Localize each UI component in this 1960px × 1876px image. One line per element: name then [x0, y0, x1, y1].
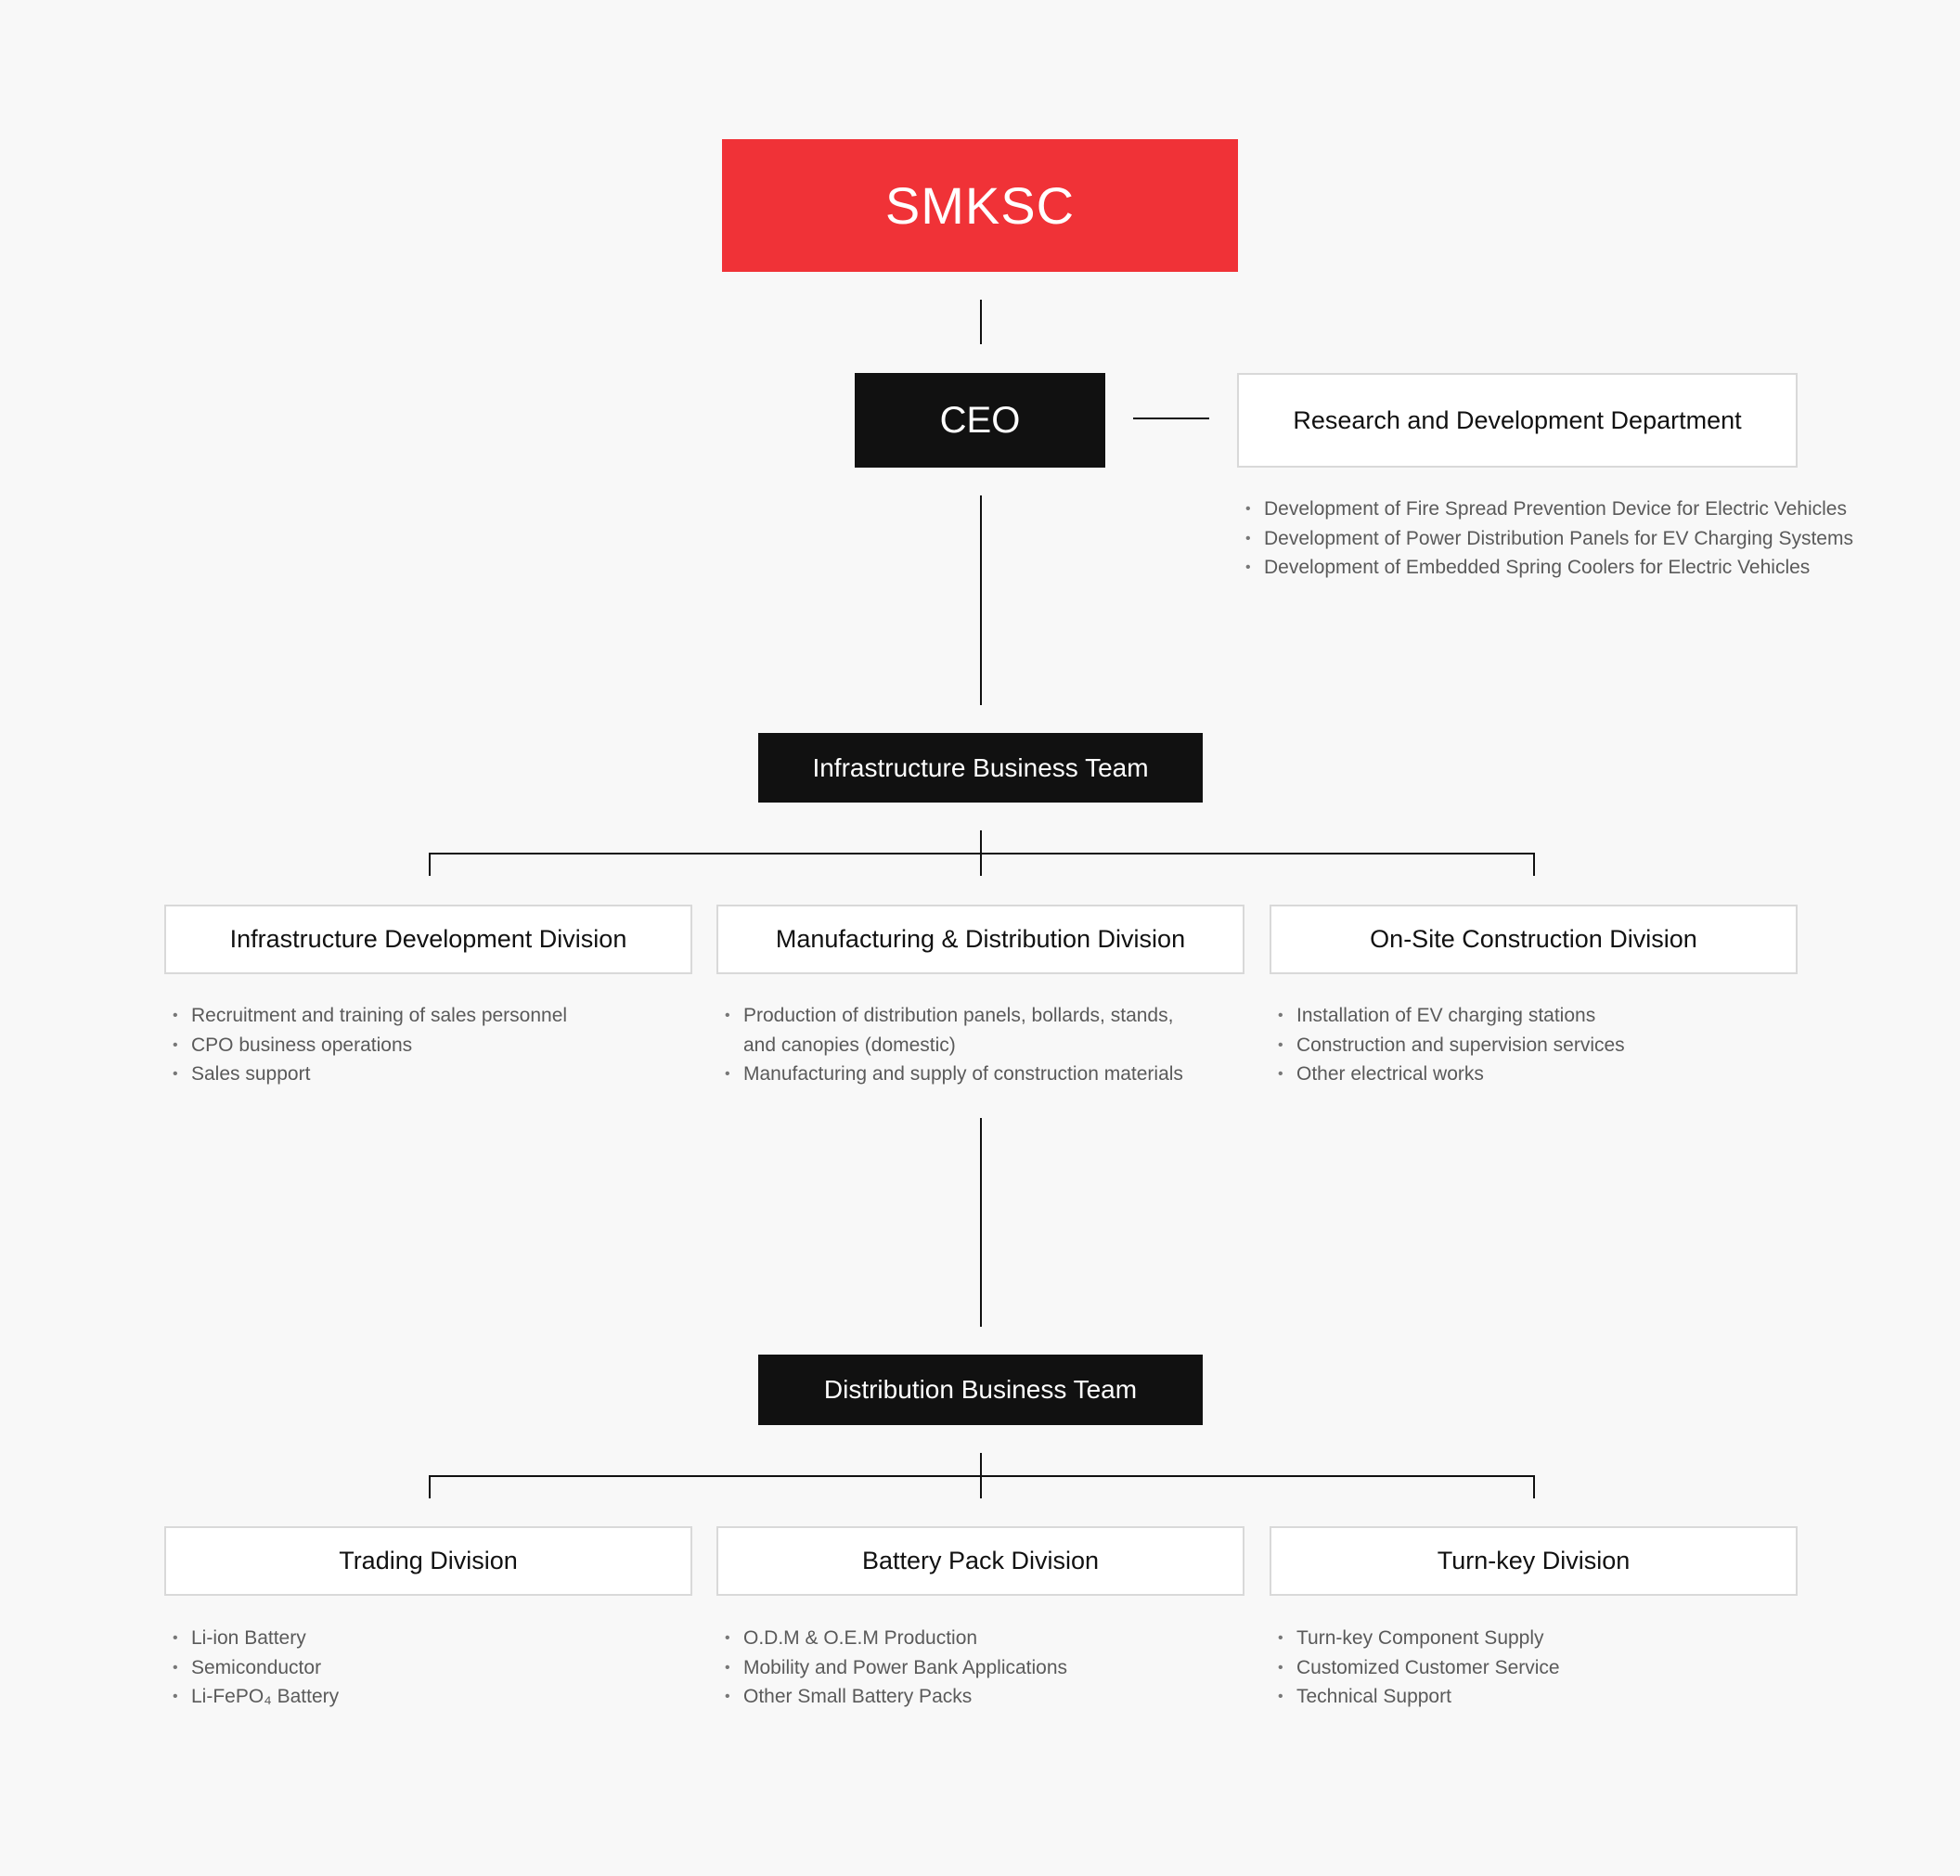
division-task: Semiconductor [169, 1653, 339, 1683]
division-label: Manufacturing & Distribution Division [775, 925, 1186, 953]
division-task: Manufacturing and supply of construction… [721, 1060, 1183, 1089]
infra-division-manufacturing: Manufacturing & Distribution Division [716, 905, 1244, 974]
division-task: Recruitment and training of sales person… [169, 1001, 567, 1031]
division-label: Infrastructure Development Division [229, 925, 627, 953]
rnd-label: Research and Development Department [1293, 405, 1742, 434]
division-task: Production of distribution panels, bolla… [721, 1001, 1183, 1060]
division-task: Li-FePO₄ Battery [169, 1682, 339, 1712]
ceo-rnd-connector [1133, 418, 1209, 419]
division-task: Other Small Battery Packs [721, 1682, 1067, 1712]
dist-branch-bar [429, 1475, 1535, 1477]
root-label: SMKSC [884, 176, 1076, 235]
infra-manufacturing-task-list: Production of distribution panels, bolla… [721, 1001, 1183, 1089]
infra-division-onsite: On-Site Construction Division [1270, 905, 1798, 974]
division-task: Sales support [169, 1060, 567, 1089]
infra-team-node: Infrastructure Business Team [758, 733, 1203, 803]
infra-branch-drop-right [1533, 853, 1535, 876]
division-label: Battery Pack Division [861, 1547, 1100, 1574]
division-task: Installation of EV charging stations [1274, 1001, 1625, 1031]
rnd-node: Research and Development Department [1237, 373, 1798, 468]
division-task: Turn-key Component Supply [1274, 1624, 1560, 1653]
division-task: O.D.M & O.E.M Production [721, 1624, 1067, 1653]
division-label: Turn-key Division [1437, 1547, 1631, 1574]
division-label: On-Site Construction Division [1370, 925, 1697, 953]
division-task: Mobility and Power Bank Applications [721, 1653, 1067, 1683]
infra-development-task-list: Recruitment and training of sales person… [169, 1001, 567, 1089]
division-task: Construction and supervision services [1274, 1031, 1625, 1060]
infra-branch-drop-left [429, 853, 431, 876]
dist-branch-drop-right [1533, 1475, 1535, 1498]
dist-division-battery-pack: Battery Pack Division [716, 1526, 1244, 1596]
dist-branch-drop-left [429, 1475, 431, 1498]
root-node: SMKSC [722, 139, 1238, 272]
division-task: CPO business operations [169, 1031, 567, 1060]
rnd-task-list: Development of Fire Spread Prevention De… [1242, 495, 1853, 583]
ceo-node: CEO [855, 373, 1105, 468]
dist-division-trading: Trading Division [164, 1526, 692, 1596]
rnd-task: Development of Power Distribution Panels… [1242, 524, 1853, 554]
division-task: Customized Customer Service [1274, 1653, 1560, 1683]
dist-battery-pack-task-list: O.D.M & O.E.M Production Mobility and Po… [721, 1624, 1067, 1712]
division-task: Technical Support [1274, 1682, 1560, 1712]
infra-division-development: Infrastructure Development Division [164, 905, 692, 974]
rnd-task: Development of Fire Spread Prevention De… [1242, 495, 1853, 524]
dist-team-node: Distribution Business Team [758, 1355, 1203, 1425]
infra-team-label: Infrastructure Business Team [812, 752, 1149, 782]
root-ceo-connector [980, 300, 982, 344]
ceo-infra-connector [980, 495, 982, 705]
division-task: Other electrical works [1274, 1060, 1625, 1089]
division-label: Trading Division [339, 1547, 518, 1574]
infra-dist-connector [980, 1118, 982, 1327]
division-task: Li-ion Battery [169, 1624, 339, 1653]
dist-turnkey-task-list: Turn-key Component Supply Customized Cus… [1274, 1624, 1560, 1712]
dist-trading-task-list: Li-ion Battery Semiconductor Li-FePO₄ Ba… [169, 1624, 339, 1712]
infra-branch-bar [429, 853, 1535, 854]
dist-division-turnkey: Turn-key Division [1270, 1526, 1798, 1596]
dist-team-label: Distribution Business Team [823, 1375, 1138, 1404]
ceo-label: CEO [939, 399, 1021, 441]
rnd-task: Development of Embedded Spring Coolers f… [1242, 553, 1853, 583]
infra-onsite-task-list: Installation of EV charging stations Con… [1274, 1001, 1625, 1089]
